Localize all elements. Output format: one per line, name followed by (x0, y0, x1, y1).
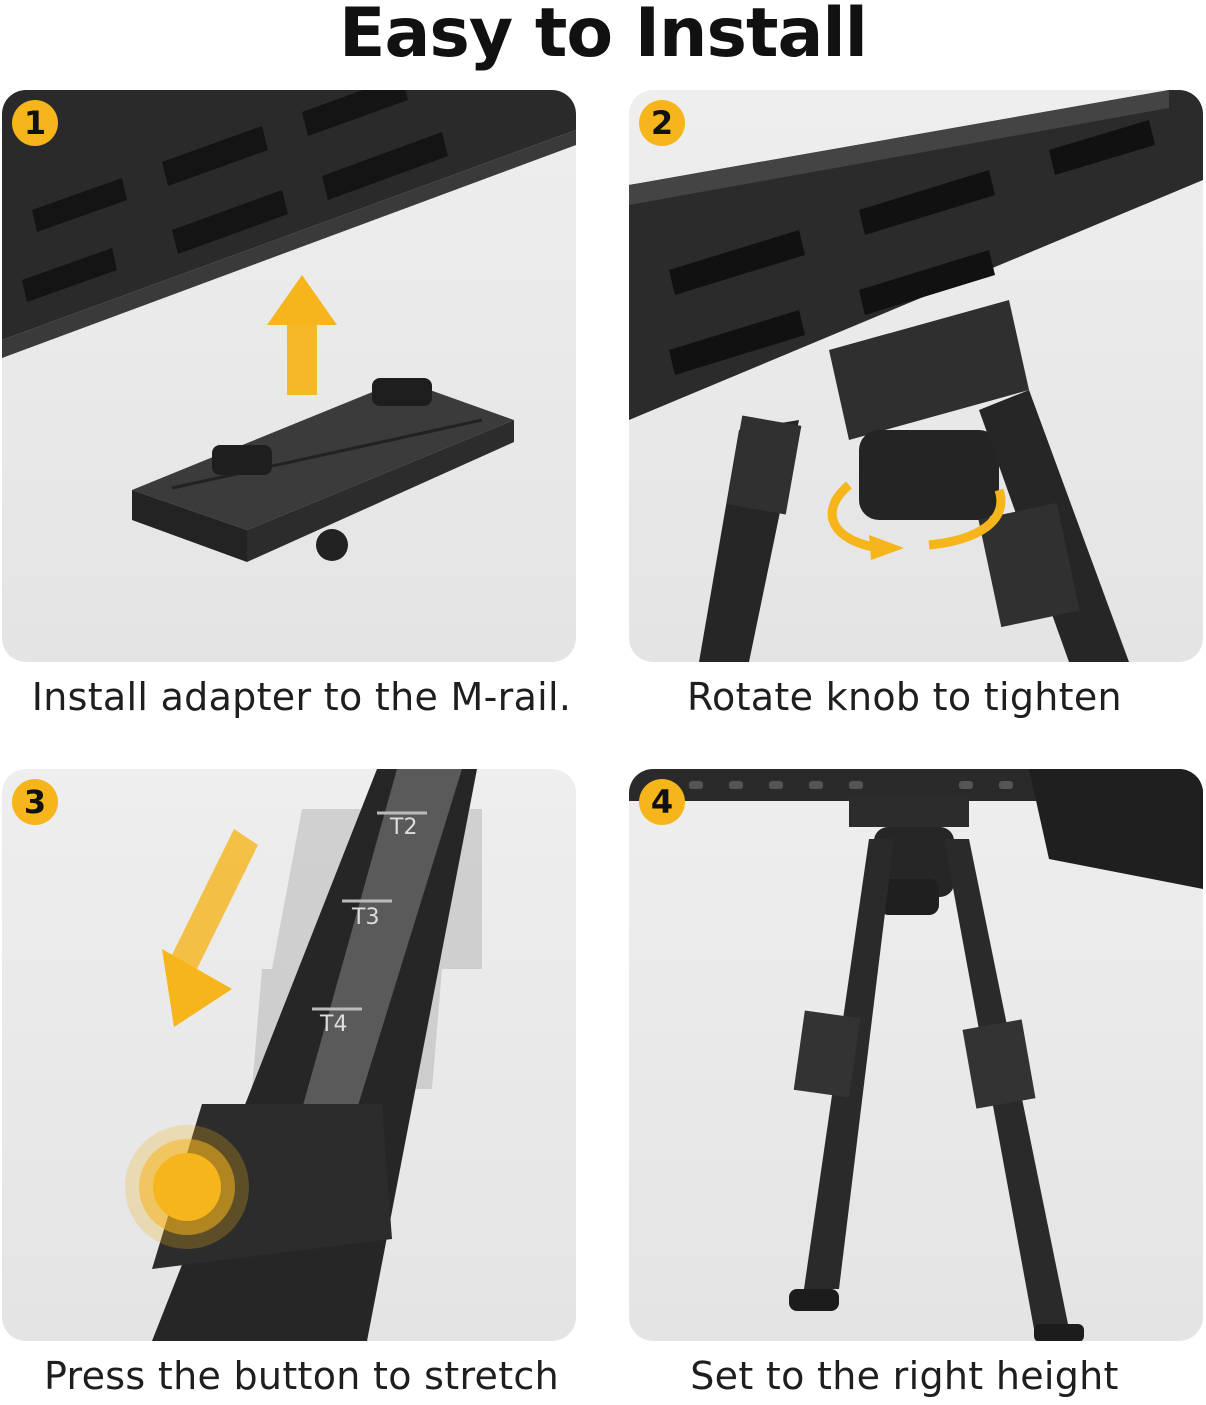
stretch-leg-illustration: T2 T3 T4 (125, 769, 482, 1341)
step-2-badge: 2 (639, 100, 685, 146)
rotate-knob-illustration (629, 90, 1203, 662)
rotate-arrow-icon (827, 481, 1006, 553)
step-4-image: 4 (629, 769, 1203, 1341)
step-4-badge: 4 (639, 779, 685, 825)
step-2-caption: Rotate knob to tighten (687, 675, 1122, 719)
arrow-down-left-icon (162, 829, 258, 1027)
arrow-up-icon (267, 275, 337, 395)
step-3-badge: 3 (12, 779, 58, 825)
page-title: Easy to Install (339, 0, 868, 73)
step-3-image: T2 T3 T4 3 (2, 769, 576, 1341)
step-1-caption: Install adapter to the M-rail. (31, 675, 572, 719)
press-button-icon (125, 1125, 249, 1249)
step-4-caption: Set to the right height (690, 1354, 1119, 1398)
rail-adapter-illustration (2, 90, 576, 562)
step-1-image: 1 (2, 90, 576, 662)
step-1-badge: 1 (12, 100, 58, 146)
step-2-image: 2 (629, 90, 1203, 662)
bipod-height-illustration (629, 769, 1203, 1341)
leg-mark-t4: T4 (319, 1012, 347, 1037)
leg-mark-t2: T2 (389, 815, 417, 840)
leg-mark-t3: T3 (351, 905, 379, 930)
step-3-caption: Press the button to stretch (43, 1354, 559, 1398)
